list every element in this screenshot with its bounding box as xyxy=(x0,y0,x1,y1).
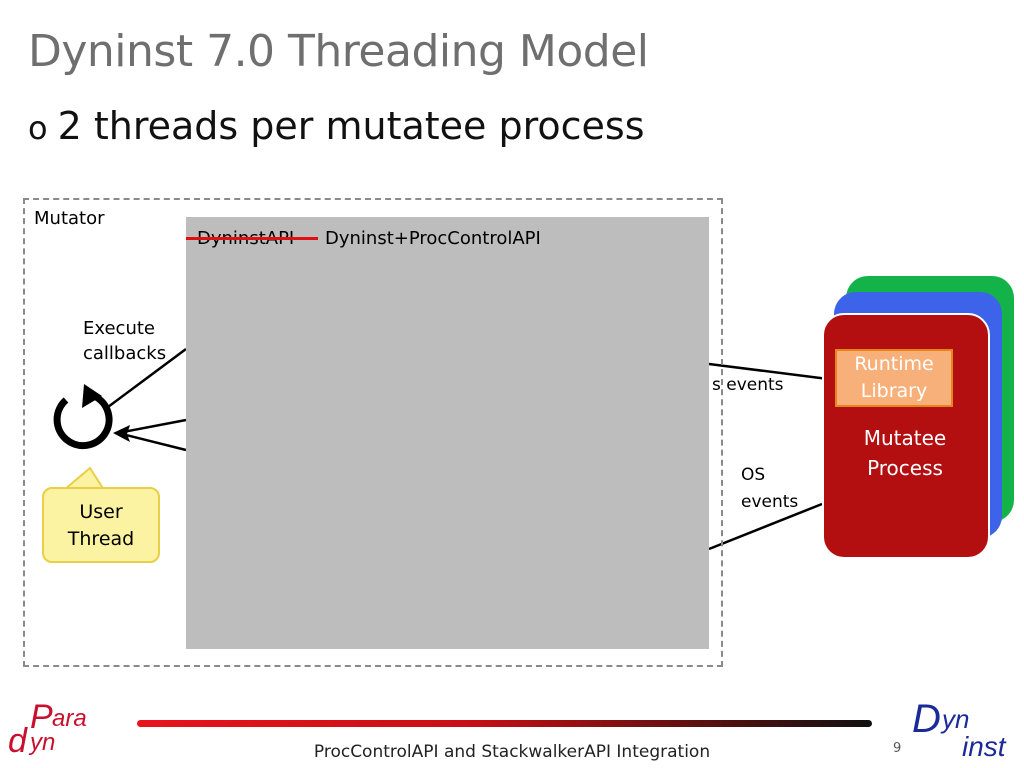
svg-text:ara: ara xyxy=(52,705,87,732)
events-line xyxy=(708,362,837,382)
mutatee-line1: Mutatee xyxy=(863,426,947,450)
paradyn-logo: P ara d yn xyxy=(8,698,87,760)
svg-text:P: P xyxy=(30,698,53,736)
arrow-icon xyxy=(113,425,130,442)
mutatee-process-label: Mutatee Process xyxy=(842,423,968,483)
strikethrough-line xyxy=(186,237,318,240)
runtime-line1: Runtime xyxy=(854,353,934,375)
execute-callbacks-label: Execute callbacks xyxy=(83,316,166,366)
os-label-line2: events xyxy=(741,492,799,512)
execute-label-line2: callbacks xyxy=(83,343,167,364)
svg-text:yn: yn xyxy=(28,729,55,756)
execute-label-line1: Execute xyxy=(83,318,155,339)
os-events-label: OS events xyxy=(741,462,798,516)
refresh-cycle-icon xyxy=(53,384,113,450)
mutator-box xyxy=(23,198,723,667)
arrow-line-upper xyxy=(117,418,187,435)
page-number: 9 xyxy=(893,741,902,756)
svg-text:inst: inst xyxy=(962,731,1007,762)
api-new-label: Dyninst+ProcControlAPI xyxy=(325,228,541,249)
user-thread-callout: User Thread xyxy=(42,487,160,563)
callback-line xyxy=(107,347,187,409)
svg-text:D: D xyxy=(912,698,941,741)
os-label-line1: OS xyxy=(741,465,766,485)
user-thread-line2: Thread xyxy=(67,528,135,550)
events-label: s events xyxy=(712,375,784,395)
os-events-line xyxy=(708,502,823,551)
footer-divider xyxy=(137,720,872,727)
slide-title: Dyninst 7.0 Threading Model xyxy=(28,26,649,77)
footer-text: ProcControlAPI and StackwalkerAPI Integr… xyxy=(313,742,711,762)
mutatee-line2: Process xyxy=(867,456,943,480)
bullet-marker: o xyxy=(28,109,48,147)
bullet-text: 2 threads per mutatee process xyxy=(57,104,645,148)
mutator-label: Mutator xyxy=(34,208,105,229)
runtime-library-box: Runtime Library xyxy=(835,349,953,407)
user-thread-line1: User xyxy=(79,501,123,523)
svg-text:d: d xyxy=(8,722,28,760)
arrow-line-lower xyxy=(117,431,187,452)
runtime-line2: Library xyxy=(860,380,928,402)
svg-text:yn: yn xyxy=(940,704,969,734)
api-panel xyxy=(186,217,709,649)
dyninst-logo: D yn inst xyxy=(912,698,1007,762)
